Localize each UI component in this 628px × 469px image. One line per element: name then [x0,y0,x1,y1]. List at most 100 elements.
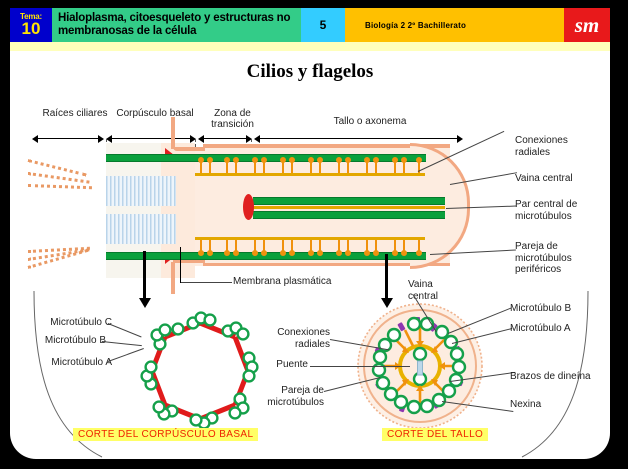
caption-corte-basal: CORTE DEL CORPÚSCULO BASAL [73,428,259,441]
label-par-central: Par central de microtúbulos [515,199,578,222]
label-membrana-plasmatica: Membrana plasmática [233,276,332,287]
radial-spoke-t10 [317,157,323,173]
scale-arrow-2l [106,134,112,143]
leader-puente [310,366,410,367]
segment-label-tallo: Tallo o axonema [333,116,407,127]
label-microtubulo-c: Microtúbulo C [50,317,112,328]
membrane-flare-bottom [173,259,205,263]
segment-label-transicion: Zona de transición [211,108,254,130]
label-microtubulo-b: Microtúbulo B [44,335,106,346]
radial-spoke-t2 [207,157,213,173]
page-title: Cilios y flagelos [246,61,374,82]
header-strip [10,42,610,51]
plasma-membrane-bottom [203,262,450,266]
scale-arrow-4r [457,134,463,143]
central-pair-upper [253,197,445,205]
radial-spoke-b13 [364,240,370,256]
radial-spoke-t5 [252,157,258,173]
outer-doublet-bottom-gold [195,237,425,240]
label-microtubulo-a: Microtúbulo A [51,357,112,368]
slide-page: Cilios y flagelos Raíces ciliares Corpús… [10,51,610,459]
label-nexina: Nexina [510,399,542,410]
plasma-membrane-top [203,144,450,148]
topic-number: 10 [21,19,41,38]
label-conexiones-radiales-2: Conexiones radiales [277,327,330,350]
scale-arrow-2r [190,134,196,143]
scale-seg-2 [110,138,194,139]
radial-spoke-b9 [308,240,314,256]
membrane-descend-bottom [171,262,175,294]
segment-label-raices: Raíces ciliares [42,108,108,119]
radial-spoke-t8 [289,157,295,173]
radial-spoke-b11 [336,240,342,256]
label-conexiones-radiales: Conexiones radiales [515,135,568,158]
header-subject: Biología 2 2º Bachillerato [345,8,564,42]
radial-spoke-b2 [207,240,213,256]
basal-plate [243,194,254,220]
radial-spoke-t1 [198,157,204,173]
label-pareja-perifericos: Pareja de microtúbulos periféricos [515,241,572,275]
slide-number: 5 [301,8,345,42]
header-title: Hialoplasma, citoesqueleto y estructuras… [52,8,301,42]
radial-spoke-b17 [416,240,422,256]
radial-spoke-t7 [280,157,286,173]
membrane-descend-top [171,117,175,149]
leader-membrana [180,282,232,283]
radial-spoke-t17 [416,157,422,173]
basal-body-striation-bottom [106,214,176,244]
scale-arrow-4l [254,134,260,143]
label-microtubulo-a-right: Microtúbulo A [510,323,571,334]
label-vaina-central-2: Vaina central [408,279,439,302]
scale-arrow-3l [198,134,204,143]
radial-spoke-b1 [198,240,204,256]
label-brazos-dineina: Brazos de dineína [510,371,591,382]
arrow-to-basal-section [138,251,151,308]
topic-badge: Tema: 10 [10,8,52,42]
label-microtubulo-b-right: Microtúbulo B [510,303,572,314]
radial-spoke-b5 [252,240,258,256]
radial-spoke-b15 [392,240,398,256]
topic-label: Tema: [20,12,42,21]
radial-spoke-t11 [336,157,342,173]
radial-spoke-b3 [224,240,230,256]
scale-seg-4 [258,138,461,139]
radial-spoke-b12 [345,240,351,256]
radial-spoke-t12 [345,157,351,173]
membrane-pointer-stem [180,247,181,283]
central-pair-lower [253,211,445,219]
scale-arrow-1r [98,134,104,143]
membrane-flare-top [173,147,205,151]
radial-spoke-t3 [224,157,230,173]
scale-seg-3 [202,138,250,139]
basal-triplet-svg [140,311,259,430]
slide-header: Tema: 10 Hialoplasma, citoesqueleto y es… [10,8,610,42]
radial-spoke-b6 [261,240,267,256]
radial-spoke-b4 [233,240,239,256]
radial-spoke-b8 [289,240,295,256]
radial-spoke-t6 [261,157,267,173]
caption-corte-tallo: CORTE DEL TALLO [382,428,489,441]
radial-spoke-t16 [401,157,407,173]
basal-body-striation-top [106,176,176,206]
arrow-to-tallo-section [380,254,393,308]
label-pareja-microtubulos: Pareja de microtúbulos [267,385,324,408]
neck-marker-top [165,148,174,157]
radial-spoke-b7 [280,240,286,256]
radial-spoke-t13 [364,157,370,173]
radial-spoke-t14 [373,157,379,173]
scale-arrow-1l [32,134,38,143]
radial-spoke-t9 [308,157,314,173]
ciliary-rootlet-3 [27,184,93,190]
outer-doublet-top-gold [195,173,425,176]
scale-seg-1 [36,138,102,139]
cross-section-basal [130,301,270,441]
radial-spoke-t4 [233,157,239,173]
label-vaina-central: Vaina central [515,173,573,184]
segment-label-corpusculo: Corpúsculo basal [116,108,194,119]
sm-logo: sm [564,8,610,42]
radial-spoke-b10 [317,240,323,256]
radial-spoke-t15 [392,157,398,173]
central-sheath-upper [253,206,445,209]
radial-spoke-b16 [401,240,407,256]
